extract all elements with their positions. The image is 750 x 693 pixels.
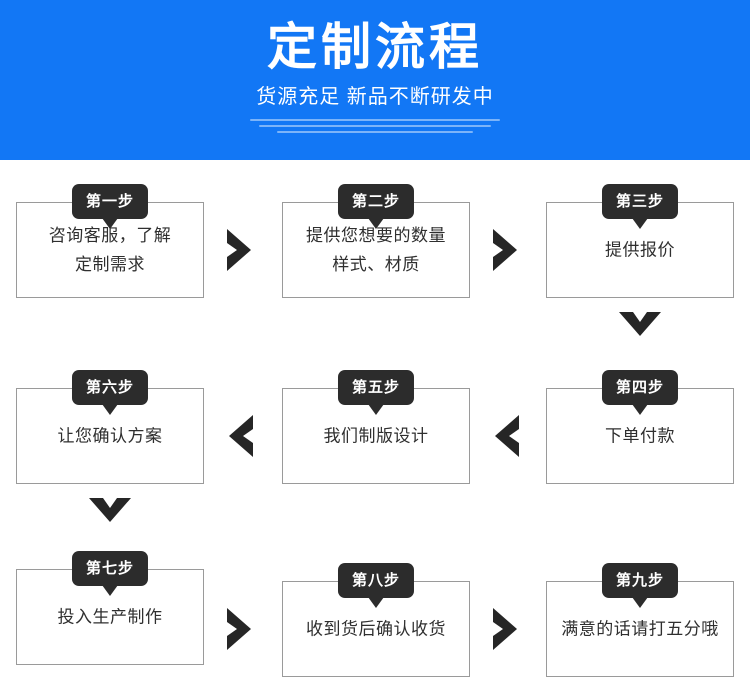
step-card-1[interactable]: 第一步 咨询客服，了解 定制需求 [16,184,204,298]
step-badge-7: 第七步 [71,551,149,596]
arrow-row1-step1-to-step2 [223,227,257,273]
arrow-row3-step7-to-step8 [223,606,257,652]
step-badge-9: 第九步 [601,563,679,608]
step-text-8: 收到货后确认收货 [306,619,446,639]
microtext-line-2 [259,125,491,127]
page-title: 定制流程 [267,19,483,75]
step-card-9[interactable]: 第九步 满意的话请打五分哦 [546,563,734,677]
step-text-5: 我们制版设计 [323,426,429,446]
arrow-step3-to-step4 [617,308,663,342]
step-badge-4: 第四步 [601,370,679,415]
step-card-7[interactable]: 第七步 投入生产制作 [16,551,204,665]
step-card-5[interactable]: 第五步 我们制版设计 [282,370,470,484]
microtext-line-1 [250,119,500,121]
step-badge-6: 第六步 [71,370,149,415]
step-text-7: 投入生产制作 [57,607,163,627]
step-badge-2: 第二步 [337,184,415,229]
page-banner: 定制流程 货源充足 新品不断研发中 [0,0,750,160]
step-text-1: 咨询客服，了解 定制需求 [48,226,172,274]
step-card-2[interactable]: 第二步 提供您想要的数量 样式、材质 [282,184,470,298]
process-flow-diagram: 第一步 咨询客服，了解 定制需求 第二步 提供您想要的数量 样式、材质 第三步 … [0,160,750,693]
step-badge-3: 第三步 [601,184,679,229]
step-card-6[interactable]: 第六步 让您确认方案 [16,370,204,484]
step-text-4: 下单付款 [605,426,675,446]
step-text-6: 让您确认方案 [57,426,163,446]
arrow-row1-step2-to-step3 [489,227,523,273]
step-badge-8: 第八步 [337,563,415,608]
microtext-line-3 [277,131,473,133]
step-badge-5: 第五步 [337,370,415,415]
step-text-9: 满意的话请打五分哦 [561,619,719,639]
step-text-3: 提供报价 [605,240,675,260]
arrow-row3-step8-to-step9 [489,606,523,652]
arrow-row2-step4-to-step5 [489,413,523,459]
step-card-3[interactable]: 第三步 提供报价 [546,184,734,298]
step-card-4[interactable]: 第四步 下单付款 [546,370,734,484]
step-card-8[interactable]: 第八步 收到货后确认收货 [282,563,470,677]
page-subtitle: 货源充足 新品不断研发中 [256,86,494,108]
arrow-row2-step5-to-step6 [223,413,257,459]
step-text-2: 提供您想要的数量 样式、材质 [306,226,446,274]
step-badge-1: 第一步 [71,184,149,229]
arrow-step6-to-step7 [87,494,133,528]
decorative-microtext [250,119,500,137]
